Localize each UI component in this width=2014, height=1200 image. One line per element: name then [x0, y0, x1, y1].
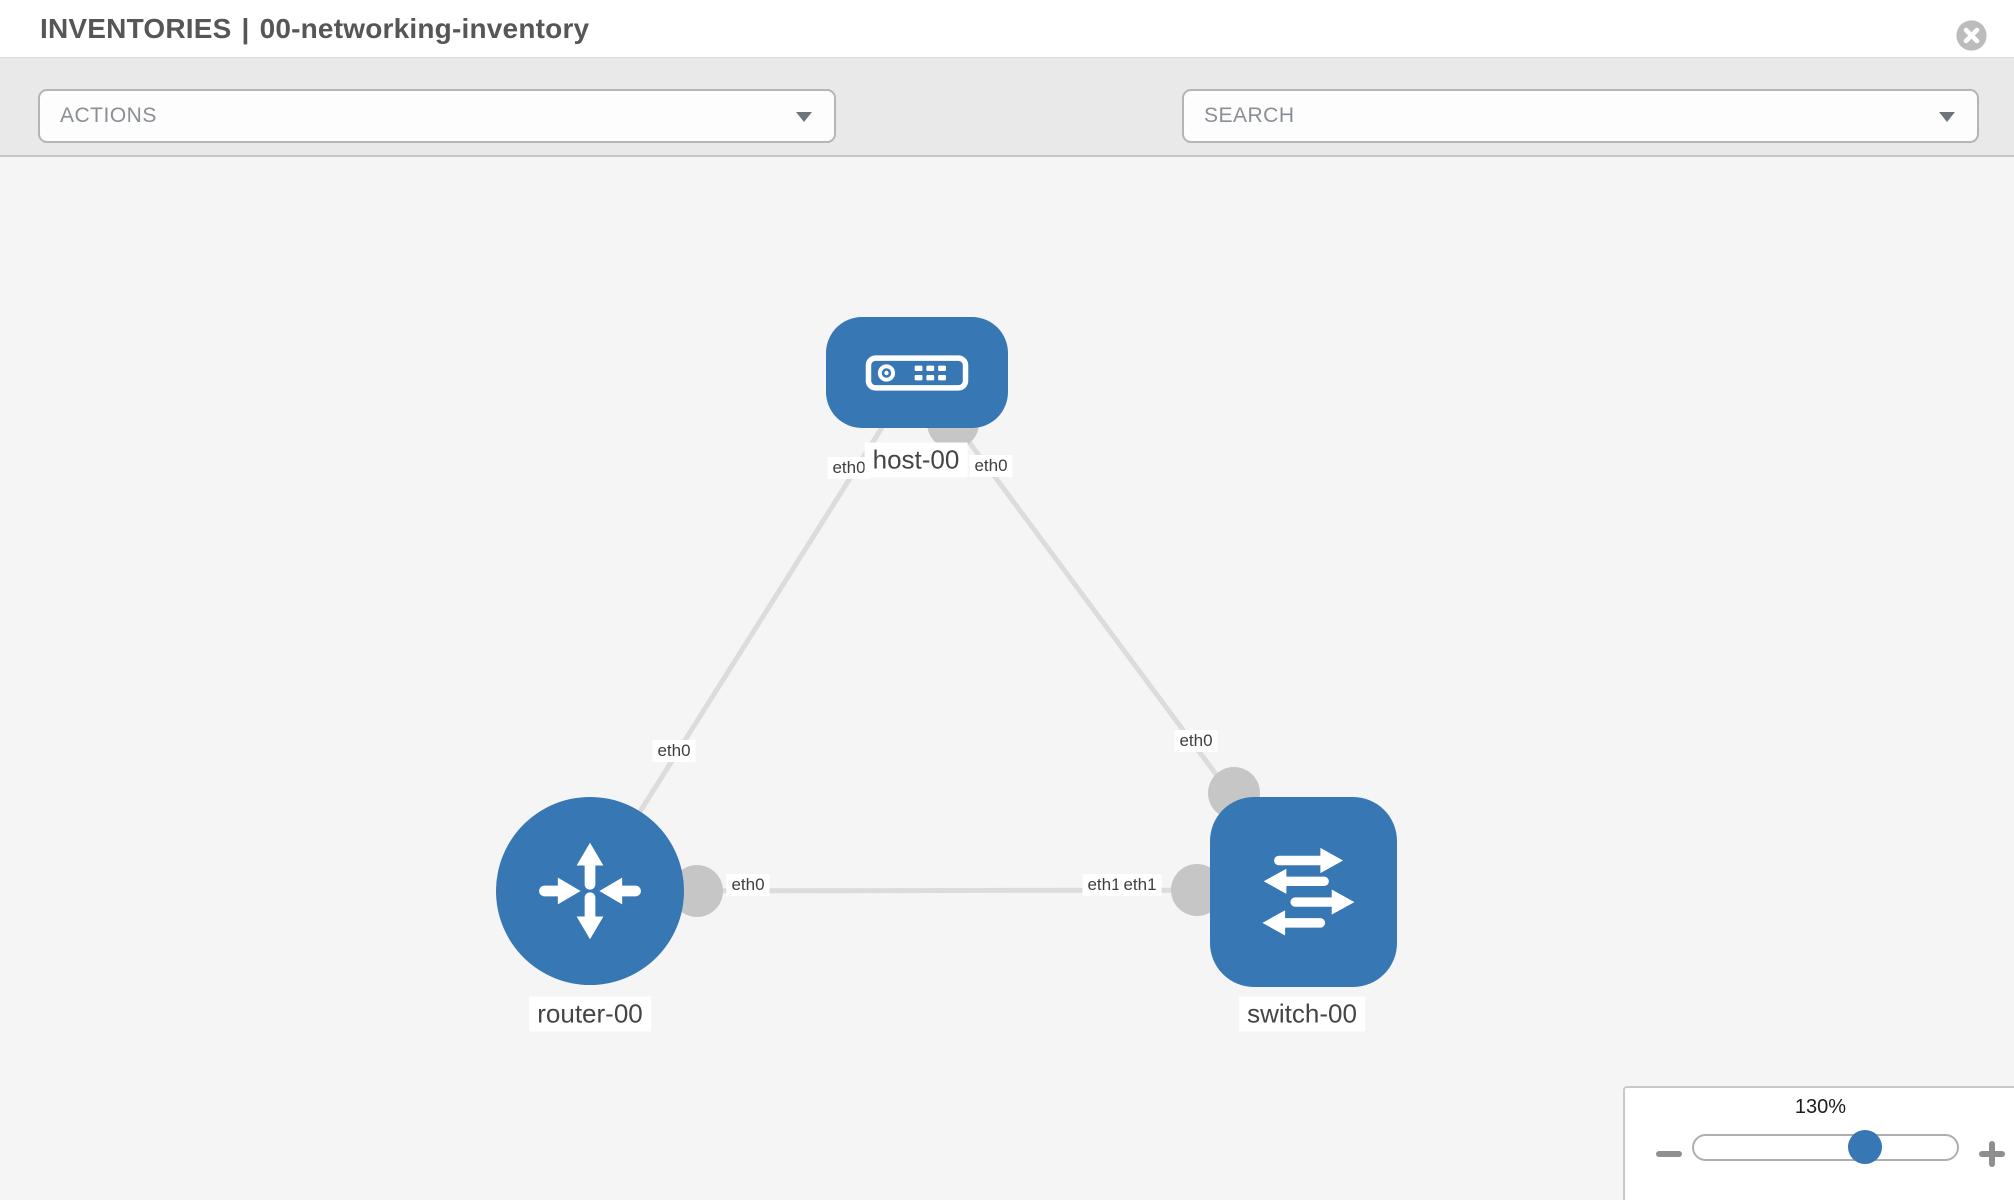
node-label-switch: switch-00 — [1239, 996, 1365, 1032]
interface-label-eth0: eth0 — [969, 455, 1013, 477]
interface-label-eth1: eth1 — [1118, 874, 1162, 896]
breadcrumb-header: INVENTORIES | 00-networking-inventory — [0, 0, 2014, 58]
actions-dropdown-label: ACTIONS — [60, 104, 157, 127]
topology-toolbar: ACTIONS SEARCH — [0, 58, 2014, 189]
zoom-slider-track[interactable] — [1692, 1134, 1959, 1161]
switch-arrows-icon — [1261, 847, 1354, 936]
inventory-name: 00-networking-inventory — [259, 13, 590, 44]
interface-label-eth0: eth0 — [726, 874, 770, 896]
search-dropdown[interactable]: SEARCH — [1182, 89, 1979, 143]
interface-label-eth1: eth1 — [1082, 874, 1126, 896]
node-label-host: host-00 — [864, 442, 968, 478]
zoom-slider-knob[interactable] — [1848, 1130, 1882, 1164]
page-title-separator: | — [241, 13, 250, 44]
close-button[interactable] — [1955, 19, 1988, 52]
node-switch-00[interactable] — [1210, 797, 1397, 987]
interface-label-eth0: eth0 — [1174, 730, 1218, 752]
node-label-router: router-00 — [529, 996, 651, 1032]
chevron-down-icon — [796, 112, 812, 122]
zoom-in-icon[interactable] — [1978, 1140, 2006, 1168]
router-arrows-icon — [539, 842, 641, 940]
chevron-down-icon — [1939, 112, 1955, 122]
search-dropdown-label: SEARCH — [1204, 104, 1295, 127]
topology-canvas[interactable]: host-00 router-00 switch-00 eth0 eth0 et… — [0, 157, 2014, 1200]
endpoint-router-switch-link[interactable] — [671, 865, 723, 917]
interface-label-eth0: eth0 — [827, 457, 871, 479]
interface-label-eth0: eth0 — [652, 740, 696, 762]
node-router-00[interactable] — [496, 797, 684, 985]
server-icon — [865, 354, 969, 391]
zoom-percent-value: 130% — [1794, 1096, 1847, 1118]
page-title: INVENTORIES | 00-networking-inventory — [40, 0, 589, 57]
actions-dropdown[interactable]: ACTIONS — [38, 89, 836, 143]
zoom-out-icon[interactable] — [1655, 1140, 1683, 1168]
zoom-control-panel: 130% — [1623, 1086, 2014, 1200]
page-title-section: INVENTORIES — [40, 13, 232, 44]
node-host-00[interactable] — [826, 317, 1008, 428]
close-icon — [1956, 20, 1987, 51]
